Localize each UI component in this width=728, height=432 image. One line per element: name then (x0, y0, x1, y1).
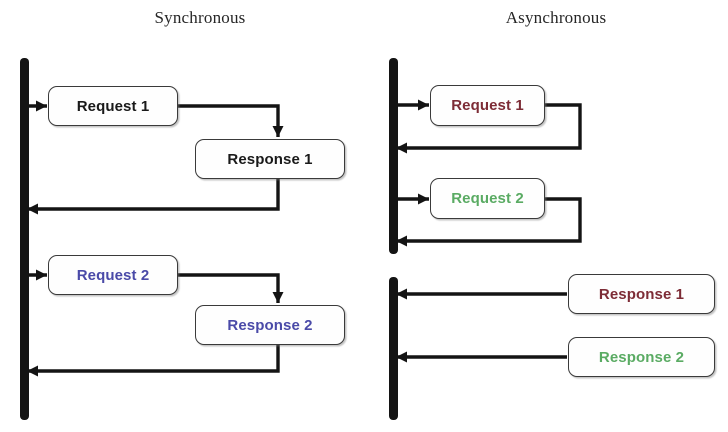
panel-heading-synchronous: Synchronous (154, 8, 246, 27)
connector-async-response-2-to-lifeline (396, 351, 567, 363)
connector-sync-request-2-to-response-2 (178, 273, 284, 303)
connector-sync-lifeline-to-request-2 (25, 269, 47, 281)
lifeline-sync (20, 58, 29, 420)
node-async-request-1-label: Request 1 (451, 97, 524, 114)
connector-sync-response-2-to-lifeline (27, 345, 280, 377)
node-sync-response-2[interactable]: Response 2 (195, 305, 345, 345)
connector-async-request-2-return (396, 197, 582, 247)
connector-async-lifeline-to-request-2 (394, 193, 429, 205)
node-sync-response-1[interactable]: Response 1 (195, 139, 345, 179)
node-async-response-2-label: Response 2 (598, 348, 685, 366)
connector-sync-lifeline-to-request-1 (25, 100, 47, 112)
node-async-request-2-label: Request 2 (451, 190, 524, 207)
node-sync-request-1-label: Request 1 (76, 97, 150, 115)
node-sync-response-1-label: Response 1 (227, 150, 313, 168)
lifeline-async-upper (389, 58, 398, 254)
node-sync-response-2-label: Response 2 (227, 316, 313, 334)
connector-async-response-1-to-lifeline (396, 288, 567, 300)
node-sync-request-2-label: Request 2 (76, 266, 150, 284)
node-sync-request-1[interactable]: Request 1 (48, 86, 178, 126)
connector-async-lifeline-to-request-1 (394, 99, 429, 111)
connector-async-request-1-return (396, 103, 582, 154)
panel-heading-asynchronous: Asynchronous (505, 8, 607, 27)
connector-sync-response-1-to-lifeline (27, 179, 280, 215)
lifeline-async-lower (389, 277, 398, 420)
node-async-request-1[interactable]: Request 1 (430, 85, 545, 126)
node-async-response-1[interactable]: Response 1 (568, 274, 715, 314)
node-async-response-1-label: Response 1 (598, 285, 685, 303)
node-async-response-2[interactable]: Response 2 (568, 337, 715, 377)
node-async-request-2[interactable]: Request 2 (430, 178, 545, 219)
node-sync-request-2[interactable]: Request 2 (48, 255, 178, 295)
connector-sync-request-1-to-response-1 (178, 104, 284, 137)
